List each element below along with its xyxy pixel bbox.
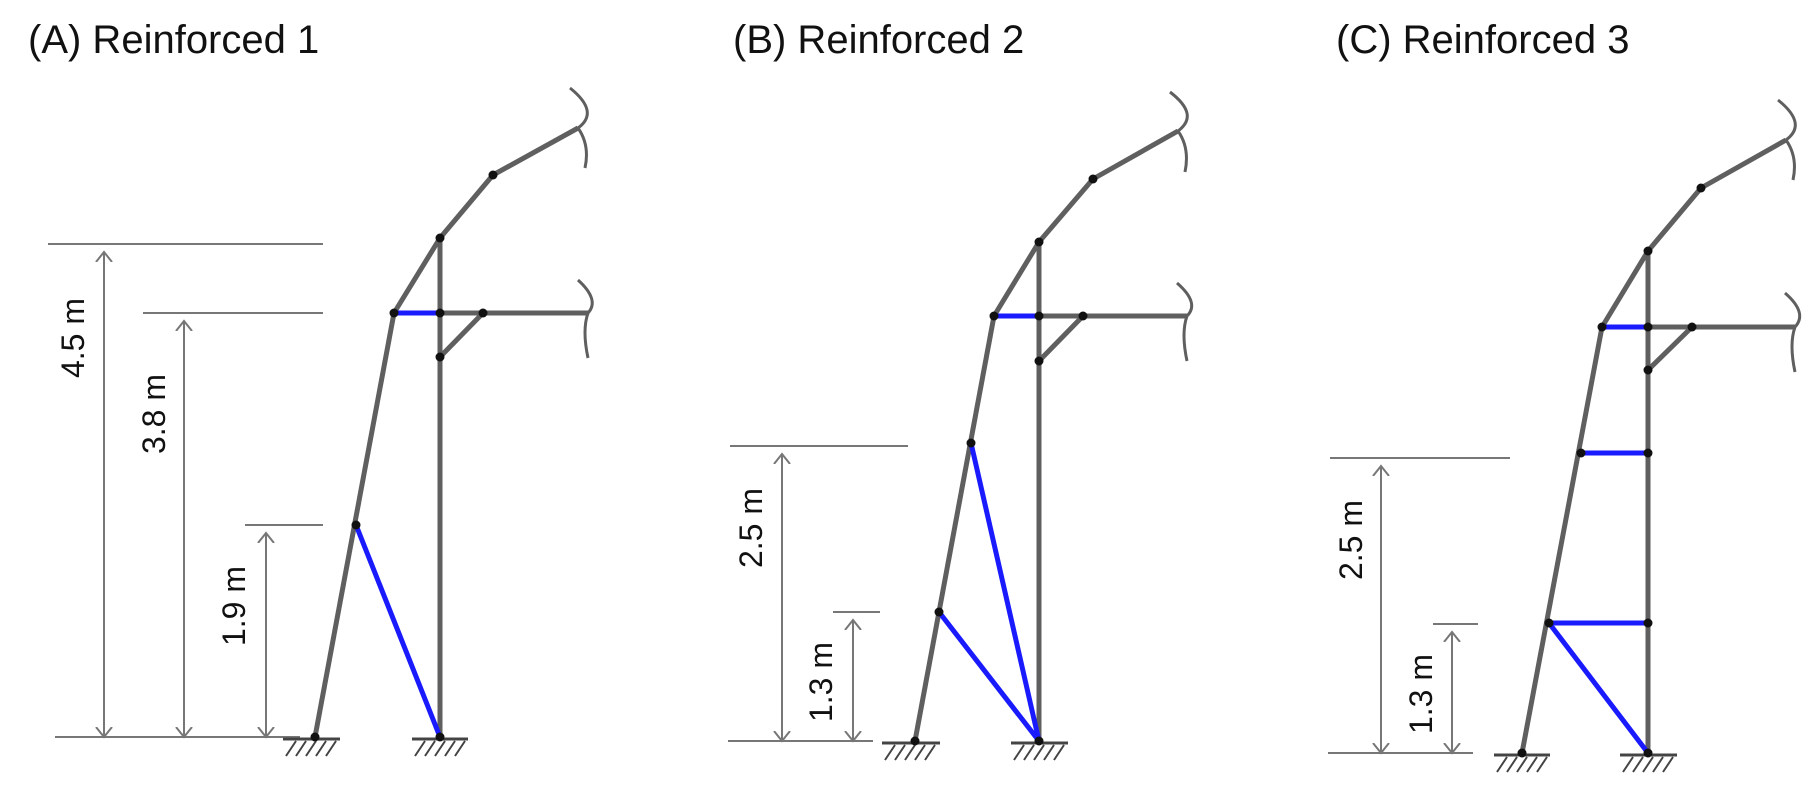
fixed-support [1494, 753, 1550, 773]
frame-member [991, 240, 1042, 318]
dim-label-4-5m: 4.5 m [55, 298, 91, 378]
node [435, 732, 445, 742]
dim-label-1-3m: 1.3 m [803, 642, 839, 722]
frame-member [1646, 186, 1703, 253]
node [1078, 311, 1088, 321]
node [1517, 748, 1527, 758]
frame-member [1519, 326, 1605, 754]
node [389, 308, 399, 318]
node [435, 233, 445, 243]
node [1034, 237, 1044, 247]
panel-c: 2.5 m 1.3 m [1328, 98, 1802, 773]
panel-b-title: (B) Reinforced 2 [733, 18, 1025, 62]
break-mark [1784, 291, 1802, 373]
node [435, 352, 445, 362]
node [1034, 356, 1044, 366]
frame-member [391, 236, 443, 315]
break-mark [569, 86, 589, 169]
break-mark [1169, 90, 1189, 173]
panel-a-title: (A) Reinforced 1 [28, 18, 320, 62]
fixed-support [283, 737, 340, 757]
node [1597, 322, 1607, 332]
frame-member [1599, 249, 1651, 329]
reinforcement-brace [937, 610, 1041, 743]
node [1643, 246, 1653, 256]
node [966, 438, 976, 448]
dim-label-1-9m: 1.9 m [216, 566, 252, 646]
node [910, 736, 920, 746]
fixed-support [1620, 753, 1677, 773]
fixed-support [412, 737, 468, 757]
fixed-support [882, 741, 940, 761]
node [1643, 618, 1653, 628]
dim-label-2-5m: 2.5 m [733, 488, 769, 568]
dim-label-2-5m: 2.5 m [1333, 500, 1369, 580]
frame-member [1646, 325, 1694, 372]
frame-member [1037, 177, 1095, 244]
node [1544, 618, 1554, 628]
node [989, 311, 999, 321]
break-mark [1777, 98, 1797, 181]
reinforcement-brace [1547, 621, 1650, 755]
frame-member [912, 315, 997, 742]
node [1576, 448, 1586, 458]
node [488, 170, 498, 180]
node [1643, 448, 1653, 458]
frame-member [1091, 128, 1180, 182]
node [1643, 748, 1653, 758]
panel-c-title: (C) Reinforced 3 [1336, 18, 1630, 62]
node [1643, 365, 1653, 375]
node [478, 308, 488, 318]
frame-member [438, 173, 495, 240]
break-mark [1176, 281, 1194, 362]
frame-member [1037, 314, 1085, 363]
node [435, 308, 445, 318]
node [1696, 183, 1706, 193]
node [1687, 322, 1697, 332]
node [1088, 174, 1098, 184]
node [310, 732, 320, 742]
panel-a: 4.5 m 3.8 m 1.9 m [48, 86, 594, 757]
node [1643, 322, 1653, 332]
fixed-support [1011, 741, 1068, 761]
dim-label-3-8m: 3.8 m [136, 374, 172, 454]
frame-member [1699, 137, 1788, 191]
reinforcement-brace [968, 442, 1042, 742]
frame-member [438, 311, 485, 359]
break-mark [576, 278, 594, 359]
node [351, 520, 361, 530]
frame-member [491, 125, 580, 178]
dim-label-1-3m: 1.3 m [1403, 654, 1439, 734]
node [1034, 736, 1044, 746]
node [934, 607, 944, 617]
panel-b: 2.5 m 1.3 m [728, 90, 1194, 761]
reinforcement-brace [353, 524, 443, 738]
node [1034, 311, 1044, 321]
